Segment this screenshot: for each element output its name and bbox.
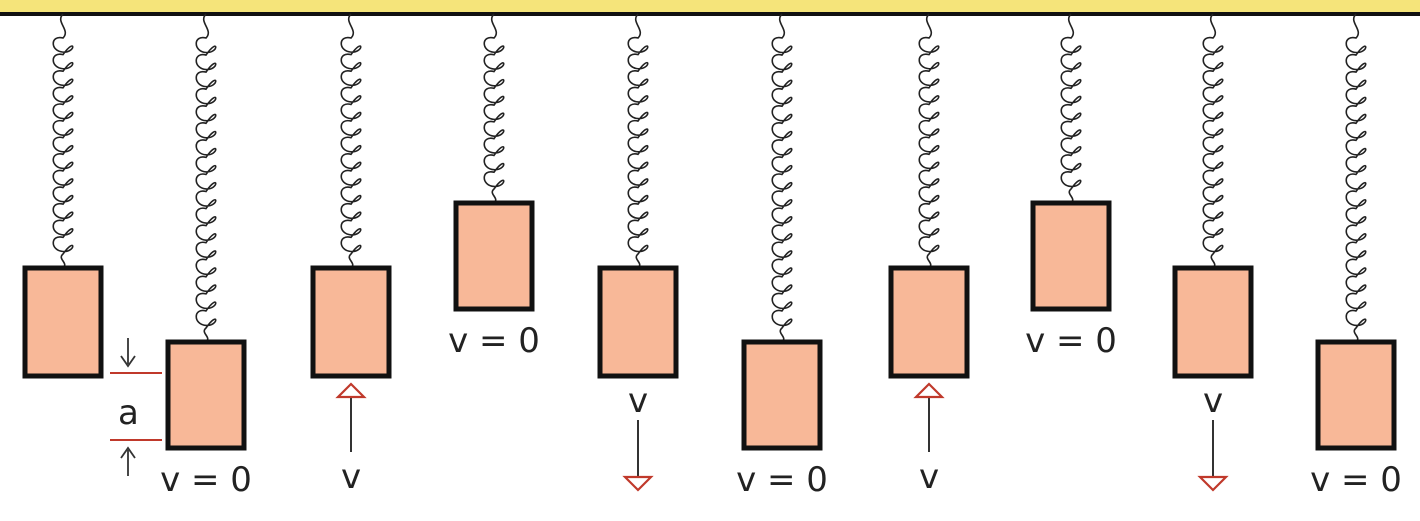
spring-coil bbox=[1060, 13, 1082, 204]
spring bbox=[627, 13, 649, 269]
velocity-arrow-down bbox=[622, 420, 654, 492]
spring-coil bbox=[771, 13, 793, 343]
spring bbox=[1345, 13, 1367, 343]
frame-6: v = 0 bbox=[736, 13, 828, 500]
spring bbox=[918, 13, 940, 269]
spring bbox=[483, 13, 505, 204]
spring bbox=[771, 13, 793, 343]
velocity-label: v = 0 bbox=[160, 460, 252, 500]
amplitude-marker: a bbox=[110, 338, 162, 476]
mass-block bbox=[1030, 200, 1112, 312]
velocity-label: v = 0 bbox=[1310, 460, 1402, 500]
velocity-label: v bbox=[1203, 381, 1223, 421]
mass-block bbox=[1315, 339, 1397, 451]
spring bbox=[1202, 13, 1224, 269]
amplitude-label: a bbox=[118, 393, 139, 433]
frame-8: v = 0 bbox=[1025, 13, 1117, 361]
frame-10: v = 0 bbox=[1310, 13, 1402, 500]
mass-block bbox=[310, 265, 392, 379]
spring-coil bbox=[1345, 13, 1367, 343]
frame-3: v bbox=[310, 13, 392, 497]
velocity-label: v bbox=[919, 457, 939, 497]
frame-2: v = 0 bbox=[160, 13, 252, 500]
amplitude-arrowhead-bottom bbox=[120, 446, 136, 459]
ceiling bbox=[0, 0, 1420, 14]
spring-coil bbox=[483, 13, 505, 204]
velocity-label: v bbox=[628, 381, 648, 421]
spring bbox=[52, 13, 74, 269]
mass-block bbox=[1172, 265, 1254, 379]
mass-block bbox=[597, 265, 679, 379]
mass-block bbox=[888, 265, 970, 379]
velocity-label: v bbox=[341, 457, 361, 497]
mass-block bbox=[22, 265, 104, 379]
spring-coil bbox=[918, 13, 940, 269]
frame-5: v bbox=[597, 13, 679, 492]
amplitude-arrowhead-top bbox=[120, 355, 136, 368]
arrow-head-up bbox=[913, 382, 945, 399]
arrow-head-up bbox=[335, 382, 367, 399]
frames-layer: v = 0 v v = 0 v v = 0 v v = 0 v v = 0 bbox=[22, 13, 1402, 500]
spring bbox=[195, 13, 217, 343]
velocity-label: v = 0 bbox=[1025, 321, 1117, 361]
frame-4: v = 0 bbox=[448, 13, 540, 361]
spring-coil bbox=[1202, 13, 1224, 269]
mass-block bbox=[741, 339, 823, 451]
spring-coil bbox=[627, 13, 649, 269]
frame-1 bbox=[22, 13, 104, 379]
velocity-arrow-down bbox=[1197, 420, 1229, 492]
velocity-label: v = 0 bbox=[448, 321, 540, 361]
mass-block bbox=[453, 200, 535, 312]
spring-coil bbox=[195, 13, 217, 343]
mass-block bbox=[165, 339, 247, 451]
spring-coil bbox=[340, 13, 362, 269]
velocity-label: v = 0 bbox=[736, 460, 828, 500]
spring-coil bbox=[52, 13, 74, 269]
frame-7: v bbox=[888, 13, 970, 497]
spring bbox=[340, 13, 362, 269]
arrow-head-down bbox=[622, 475, 654, 492]
arrow-head-down bbox=[1197, 475, 1229, 492]
velocity-arrow-up bbox=[913, 382, 945, 452]
velocity-arrow-up bbox=[335, 382, 367, 452]
frame-9: v bbox=[1172, 13, 1254, 492]
spring bbox=[1060, 13, 1082, 204]
